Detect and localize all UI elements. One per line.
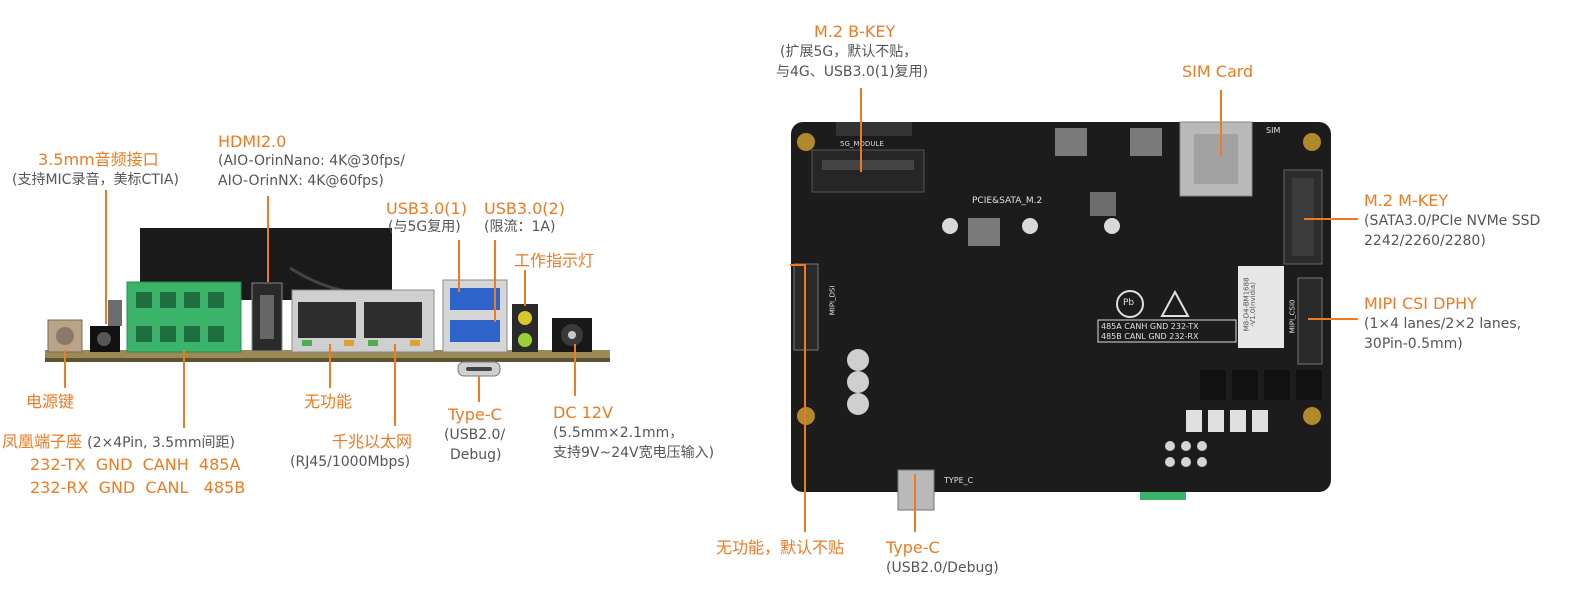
leader-typec-left <box>478 376 480 402</box>
terminal-header: 凤凰端子座 (2×4Pin, 3.5mm间距) <box>2 432 235 453</box>
leader-unused-right <box>804 264 806 532</box>
terminal-row-1: 232-TX GND CANH 485A <box>30 455 241 474</box>
power-key-title: 电源键 <box>26 392 75 411</box>
leader-usb2 <box>494 240 496 322</box>
right-pcb <box>791 122 1331 492</box>
silk-csi: MIPI_CSI0 <box>1288 299 1297 334</box>
silk-pins-2: 485B CANL GND 232-RX <box>1101 332 1199 341</box>
silk-typec: TYPE_C <box>944 476 974 485</box>
leader-unused-right-tick <box>790 264 806 266</box>
hdmi-title: HDMI2.0 <box>218 132 287 151</box>
terminal-row-2: 232-RX GND CANL 485B <box>30 478 246 497</box>
silk-pins-1: 485A CANH GND 232-TX <box>1101 322 1199 331</box>
silk-pcie: PCIE&SATA_M.2 <box>972 196 1043 206</box>
mkey-note-1: (SATA3.0/PCIe NVMe SSD <box>1364 213 1541 229</box>
bkey-note-2: 与4G、USB3.0(1)复用) <box>776 64 929 80</box>
ethernet-note: (RJ45/1000Mbps) <box>290 454 411 470</box>
leader-terminal <box>183 350 185 428</box>
led-title: 工作指示灯 <box>514 251 595 270</box>
leader-dc <box>574 344 576 396</box>
right-unused-title: 无功能，默认不贴 <box>716 538 845 557</box>
usb2-title: USB3.0(2) <box>484 199 565 218</box>
leader-mkey <box>1304 218 1358 220</box>
dsi-connector <box>793 263 819 351</box>
usb1-note: (与5G复用) <box>388 219 461 235</box>
sticker-label-2: -V1.0(nvidia) <box>1248 282 1257 327</box>
usb1-title: USB3.0(1) <box>386 199 467 218</box>
leader-typec-right <box>914 474 916 532</box>
mipi-note-2: 30Pin-0.5mm) <box>1364 336 1463 352</box>
board-label-sticker <box>1238 266 1284 348</box>
left-unused-title: 无功能 <box>304 392 353 411</box>
leader-unused <box>329 344 331 388</box>
dc-note-2: 支持9V~24V宽电压输入) <box>553 445 715 461</box>
usb2-note: (限流：1A) <box>484 219 556 235</box>
leader-hdmi <box>267 196 269 282</box>
silk-sim: SIM <box>1266 126 1281 135</box>
mipi-note-1: (1×4 lanes/2×2 lanes, <box>1364 316 1522 332</box>
typec-port-right <box>897 469 935 511</box>
leader-sim <box>1220 90 1222 156</box>
right-typec-title: Type-C <box>886 538 940 557</box>
csi-connector <box>1297 277 1323 365</box>
leader-mipi <box>1308 318 1358 320</box>
leader-bkey <box>860 88 862 172</box>
leader-usb1 <box>458 240 460 292</box>
leader-ethernet <box>394 344 396 426</box>
mkey-title: M.2 M-KEY <box>1364 191 1449 210</box>
mipi-title: MIPI CSI DPHY <box>1364 294 1477 313</box>
silk-dsi: MIPI_DSI <box>828 285 837 316</box>
leader-led <box>524 270 526 306</box>
terminal-spec: (2×4Pin, 3.5mm间距) <box>87 435 235 451</box>
leader-audio <box>105 190 107 324</box>
sim-title: SIM Card <box>1182 62 1254 81</box>
right-typec-note: (USB2.0/Debug) <box>886 560 999 576</box>
leader-power <box>64 350 66 388</box>
dc-note-1: (5.5mm×2.1mm， <box>553 425 684 441</box>
hdmi-note-2: AIO-OrinNX: 4K@60fps) <box>218 173 384 189</box>
mkey-note-2: 2242/2260/2280) <box>1364 233 1486 249</box>
left-typec-title: Type-C <box>448 405 502 424</box>
left-typec-note-1: (USB2.0/ <box>444 427 506 443</box>
dc-title: DC 12V <box>553 403 613 422</box>
ethernet-title: 千兆以太网 <box>332 432 413 451</box>
esd-icon <box>1160 289 1190 317</box>
silk-pb: Pb <box>1123 298 1135 308</box>
bkey-note-1: (扩展5G，默认不贴， <box>780 44 918 60</box>
left-typec-note-2: Debug) <box>450 447 502 463</box>
hdmi-note-1: (AIO-OrinNano: 4K@30fps/ <box>218 153 405 169</box>
terminal-title: 凤凰端子座 <box>2 432 83 451</box>
bkey-title: M.2 B-KEY <box>814 22 896 41</box>
audio-note: (支持MIC录音，美标CTIA) <box>12 172 179 188</box>
pb-free-icon <box>1116 290 1144 318</box>
audio-title: 3.5mm音频接口 <box>38 150 159 169</box>
